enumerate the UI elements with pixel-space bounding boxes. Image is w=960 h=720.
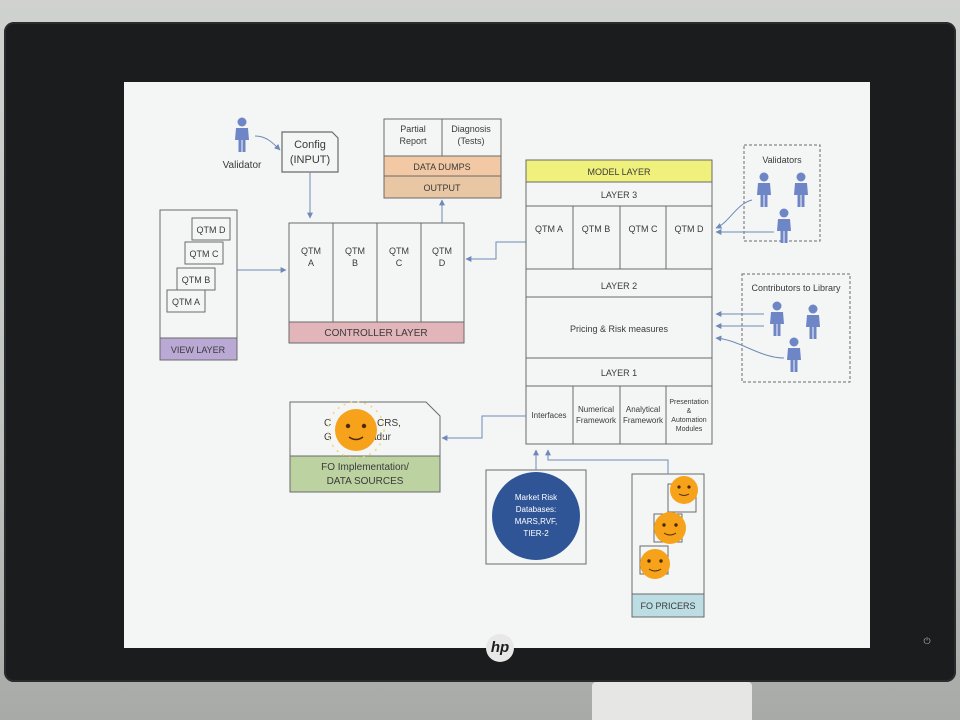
validator-person-icon-1 [756,172,772,208]
presentation-label-4: Modules [676,426,703,433]
validator-person-icon-2 [793,172,809,208]
view-layer-label: VIEW LAYER [171,345,226,355]
view-stack-label-2: QTM B [182,275,211,285]
controller-col-d-line1: QTM [432,246,452,256]
view-stack-label-1: QTM C [190,249,219,259]
presentation-label-1: Presentation [669,399,708,406]
sun-emoji-icon-2 [670,476,698,504]
controller-col-b-line1: QTM [345,246,365,256]
controller-col-d-line2: D [439,258,446,268]
screen: Validator Config (INPUT) Partial Report … [124,82,870,648]
controller-layer-label: CONTROLLER LAYER [324,328,427,339]
fo-implementation-box: C CRS, G adur FO Implementation/ DATA SO… [289,401,441,493]
architecture-diagram: Validator Config (INPUT) Partial Report … [159,117,851,618]
power-icon[interactable]: ⏻ [923,636,931,646]
fo-impl-label-1: FO Implementation/ [321,462,409,473]
layer1-label: LAYER 1 [601,368,637,378]
market-risk-line-2: Databases: [516,505,556,514]
view-layer: QTM D QTM C QTM B QTM A VIEW LAYER [159,209,238,361]
market-risk-line-3: MARS,RVF, [515,517,558,526]
fo-pricers-label: FO PRICERS [640,601,695,611]
model-layer-title: MODEL LAYER [587,167,651,177]
layer3-cell-d: QTM D [675,224,704,234]
contributor-person-icon-2 [805,304,821,340]
controller-col-a-line1: QTM [301,246,321,256]
presentation-label-2: & [687,408,692,415]
model-layer: MODEL LAYER LAYER 3 QTM A QTM B QTM C QT… [525,159,713,445]
contributor-person-icon-3 [786,337,802,373]
contributors-arrow-3 [715,335,785,359]
analytical-label-1: Analytical [626,405,660,414]
validators-label: Validators [762,155,802,165]
output-label: OUTPUT [424,183,462,193]
model-to-fo-impl-arrow [441,415,526,441]
validators-group: Validators [743,144,821,244]
controller-layer: QTM A QTM B QTM C QTM D CONTROLLER LAYER [288,222,465,344]
fo-impl-text-2: G [324,432,332,443]
diagnosis-label-2: (Tests) [458,136,485,146]
controller-col-c-line2: C [396,258,403,268]
layer3-cell-a: QTM A [535,224,563,234]
sun-emoji-icon-4 [640,549,670,579]
controller-col-a-line2: A [308,258,314,268]
layer2-label: LAYER 2 [601,281,637,291]
sun-emoji-icon [327,401,385,459]
view-stack-label-0: QTM D [197,225,226,235]
validators-arrow-1 [715,199,753,229]
layer3-label: LAYER 3 [601,190,637,200]
reports-box: Partial Report Diagnosis (Tests) [383,118,502,157]
diagnosis-label-1: Diagnosis [451,124,491,134]
fo-impl-label-2: DATA SOURCES [327,476,404,487]
validator-person-icon [234,117,250,153]
data-dumps-label: DATA DUMPS [413,162,470,172]
interfaces-label: Interfaces [531,411,566,420]
contributors-group: Contributors to Library [741,273,851,383]
analytical-label-2: Framework [623,416,664,425]
market-risk-box: Market Risk Databases: MARS,RVF, TIER-2 [485,469,587,565]
layer3-cell-b: QTM B [582,224,611,234]
model-to-controller-arrow [465,241,526,262]
monitor-bezel: Validator Config (INPUT) Partial Report … [4,22,956,682]
numerical-label-2: Framework [576,416,617,425]
config-label-1: Config [294,139,326,151]
view-stack-label-3: QTM A [172,297,200,307]
controller-col-c-line1: QTM [389,246,409,256]
fo-impl-text-1: C [324,418,331,429]
partial-label-1: Partial [400,124,426,134]
validator-label: Validator [223,160,262,171]
controller-col-b-line2: B [352,258,358,268]
fo-impl-text-2b: adur [371,432,392,443]
output-box [383,175,502,199]
validator-person-icon-3 [776,208,792,244]
sun-emoji-icon-3 [654,512,686,544]
contributors-label: Contributors to Library [751,283,841,293]
numerical-label-1: Numerical [578,405,614,414]
partial-label-2: Report [399,136,427,146]
hp-logo: hp [486,634,514,662]
fo-pricers-arrow [545,449,669,474]
config-box: Config (INPUT) [281,131,339,173]
config-label-2: (INPUT) [290,154,330,166]
monitor-stand [592,682,752,720]
market-risk-line-1: Market Risk [515,493,558,502]
contributor-person-icon-1 [769,301,785,337]
pricing-label: Pricing & Risk measures [570,324,669,334]
fo-impl-text-1b: CRS, [377,418,401,429]
validator-to-config-arrow [254,135,281,151]
presentation-label-3: Automation [671,417,707,424]
layer3-cell-c: QTM C [629,224,658,234]
market-risk-line-4: TIER-2 [523,529,549,538]
